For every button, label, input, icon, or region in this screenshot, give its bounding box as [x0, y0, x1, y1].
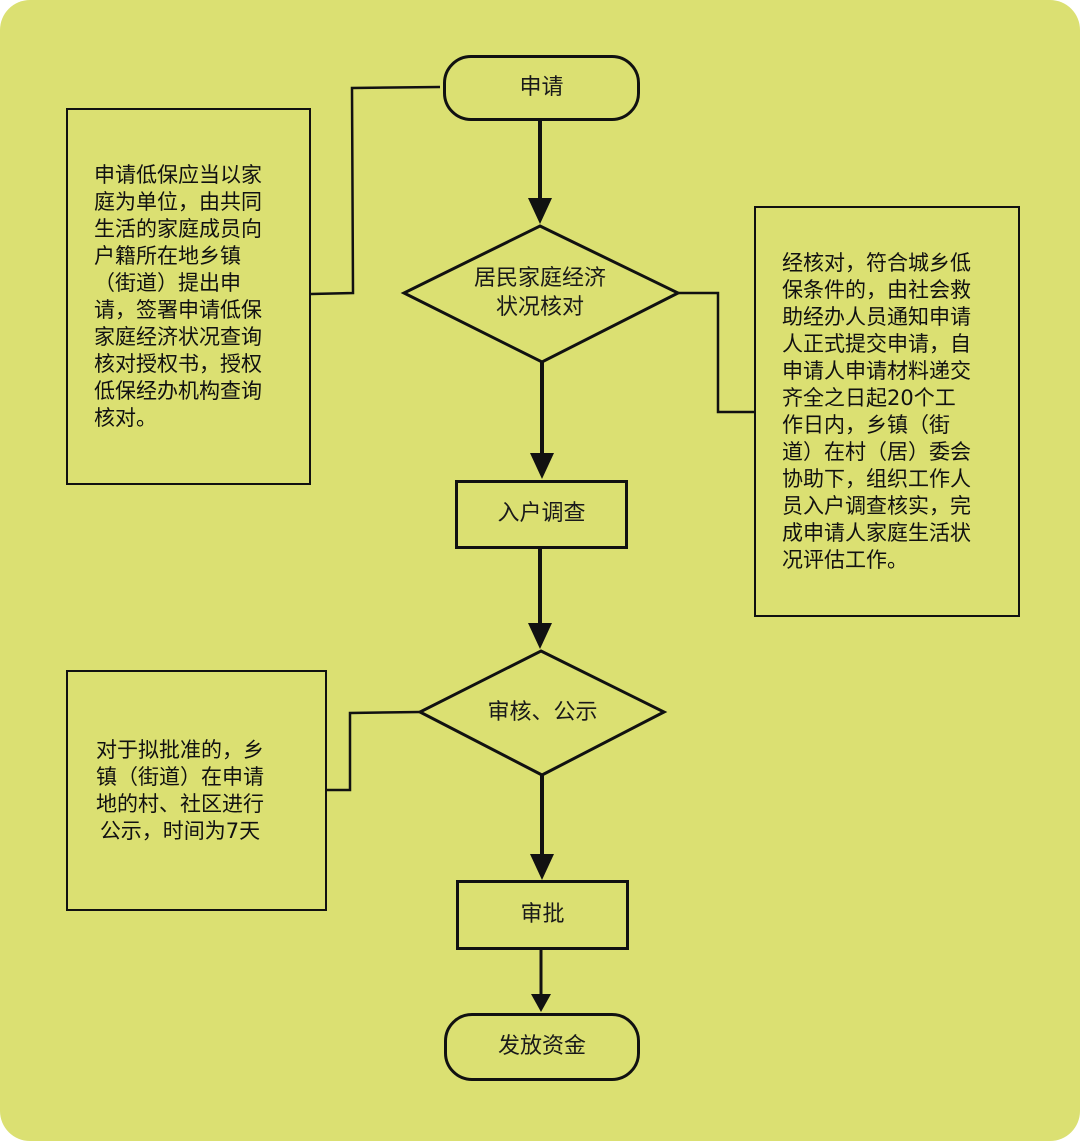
check-note: 经核对，符合城乡低 保条件的，由社会救 助经办人员通知申请 人正式提交申请，自 …	[754, 206, 1020, 617]
approve-label: 审批	[520, 901, 565, 927]
start-label: 申请	[519, 74, 564, 100]
survey-label: 入户调查	[497, 501, 586, 527]
decision-review-shape	[416, 649, 668, 777]
edge-survey-to-review	[528, 548, 552, 649]
end-terminal: 发放资金	[444, 1013, 640, 1081]
edge-approve-to-end	[531, 950, 551, 1012]
connector-review-to-review-note	[326, 710, 421, 792]
apply-note-text: 申请低保应当以家 庭为单位，由共同 生活的家庭成员向 户籍所在地乡镇 （街道）提…	[94, 162, 262, 430]
end-label: 发放资金	[497, 1033, 586, 1059]
decision-review: 审核、公示	[450, 695, 635, 731]
start-terminal: 申请	[443, 55, 640, 121]
apply-note: 申请低保应当以家 庭为单位，由共同 生活的家庭成员向 户籍所在地乡镇 （街道）提…	[66, 108, 311, 485]
check-note-text: 经核对，符合城乡低 保条件的，由社会救 助经办人员通知申请 人正式提交申请，自 …	[782, 250, 971, 572]
connector-check-to-check-note	[678, 291, 754, 414]
decision-check-shape	[400, 224, 682, 364]
edge-check-to-survey	[530, 362, 554, 479]
review-note-text: 对于拟批准的，乡 镇（街道）在申请 地的村、社区进行 公示，时间为7天	[96, 737, 264, 843]
decision-check-label-line-2: 状况核对	[495, 295, 584, 320]
decision-check: 居民家庭经济 状况核对	[440, 262, 640, 326]
review-note: 对于拟批准的，乡 镇（街道）在申请 地的村、社区进行 公示，时间为7天	[66, 670, 327, 911]
edge-start-to-check	[528, 120, 552, 224]
approve-process: 审批	[456, 880, 629, 950]
connector-start-to-apply-note	[310, 85, 441, 296]
survey-process: 入户调查	[455, 480, 628, 549]
decision-review-label: 审核、公示	[487, 699, 598, 725]
edge-review-to-approve	[530, 775, 554, 880]
decision-check-label-line-1: 居民家庭经济	[473, 266, 606, 292]
